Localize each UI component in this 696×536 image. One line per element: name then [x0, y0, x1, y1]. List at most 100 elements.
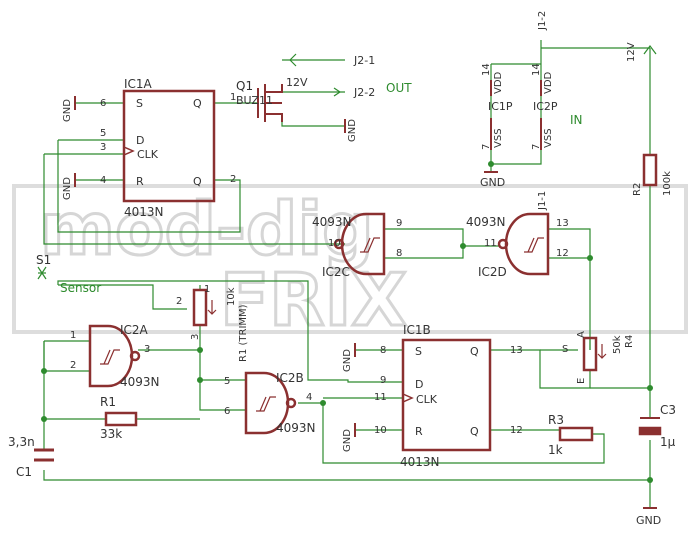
ic1p-vdd: VDD — [493, 71, 504, 94]
ic2c-in1: 9 — [396, 218, 402, 229]
supply-label: 12V — [626, 42, 637, 62]
ic1b-pin-s: S — [415, 345, 422, 358]
c1-value: 3,3n — [8, 435, 35, 449]
r4-value: 50k — [612, 335, 623, 354]
ic1b-num-qn: 12 — [510, 425, 523, 436]
schmitt-symbols — [100, 237, 544, 412]
ic1a-pin-r: R — [136, 175, 144, 188]
ic2a-part: 4093N — [120, 375, 160, 389]
ic1b-pin-d: D — [415, 378, 423, 391]
ic1a-pin-q: Q — [193, 97, 202, 110]
gnd-ic1a-s-label: GND — [62, 99, 73, 122]
trimmer-r1-pin1: 1 — [204, 284, 210, 295]
j1-2-label: J1-2 — [537, 11, 548, 31]
ic2d-in2: 12 — [556, 248, 569, 259]
j2-1-arrow — [289, 53, 297, 67]
j2-1-label: J2-1 — [353, 54, 375, 67]
ic1b-pin-clk: CLK — [416, 393, 438, 406]
ic2b-in1: 5 — [224, 376, 230, 387]
r2-body — [642, 153, 658, 187]
r3-value: 1k — [548, 443, 563, 457]
ic2p-vdd: VDD — [543, 71, 554, 94]
r3-name: R3 — [548, 413, 564, 427]
q1-part: BUZ11 — [236, 94, 273, 107]
ic2a-out: 3 — [144, 344, 150, 355]
ic2b-part: 4093N — [276, 421, 316, 435]
trimmer-r1-value: 10k — [226, 287, 237, 306]
ic1a-pin-s: S — [136, 97, 143, 110]
ic2p-label: IC2P — [533, 100, 558, 113]
connector-arrows — [37, 45, 657, 280]
r1-body — [104, 411, 138, 427]
ground-symbols — [74, 96, 657, 509]
ic1a-num-d: 5 — [100, 128, 106, 139]
ic2p-vss: VSS — [543, 128, 554, 148]
ic1a-num-qn: 2 — [230, 174, 236, 185]
r4-pin-s: S — [562, 344, 568, 355]
trimmer-r4-body — [582, 336, 598, 372]
j2-2-label: J2-2 — [353, 86, 375, 99]
ic1a-num-q: 1 — [230, 92, 236, 103]
ic2a-name: IC2A — [120, 323, 149, 337]
c1-name: C1 — [16, 465, 32, 479]
r3-body — [558, 426, 594, 442]
watermark-frame — [12, 184, 688, 334]
ic2d-part: 4093N — [466, 215, 506, 229]
gate-ic2c — [333, 212, 386, 276]
c3-name: C3 — [660, 403, 676, 417]
gate-ic2a — [88, 324, 141, 388]
watermark: mod-dig FRIX — [12, 184, 688, 344]
ic2a-in1: 1 — [70, 330, 76, 341]
parts — [34, 80, 662, 462]
gnd-q1-label: GND — [347, 119, 358, 142]
ic1a-box — [122, 89, 216, 203]
j1-1-label: J1-1 — [537, 191, 548, 211]
ic1b-pin-q: Q — [470, 345, 479, 358]
ic1b-name: IC1B — [403, 323, 431, 337]
ic2d-out: 11 — [484, 238, 497, 249]
gnd-ic1b-r-label: GND — [342, 429, 353, 452]
ic2b-out: 4 — [306, 392, 312, 403]
ic2b-in2: 6 — [224, 406, 230, 417]
gnd-ic1b-s-label: GND — [342, 349, 353, 372]
ic2c-out: 10 — [328, 238, 341, 249]
ic2c-part: 4093N — [312, 215, 352, 229]
ic1b-num-s: 8 — [380, 345, 386, 356]
ic1b-num-d: 9 — [380, 375, 386, 386]
junctions — [41, 161, 653, 483]
ic1b-num-q: 13 — [510, 345, 523, 356]
trimmer-r1-pin3: 3 — [190, 334, 201, 340]
q1-supply: 12V — [286, 76, 308, 89]
ic1b-part: 4013N — [400, 455, 440, 469]
ic1b-pin-qn: Q — [470, 425, 479, 438]
ic2c-in2: 8 — [396, 248, 402, 259]
ic2b-name: IC2B — [276, 371, 304, 385]
watermark-line2: FRIX — [220, 258, 407, 342]
ic2p-num-vdd: 14 — [531, 63, 542, 76]
r4-pin-a: A — [576, 331, 587, 338]
gate-ic2b — [244, 371, 297, 435]
s1-cross — [37, 266, 47, 280]
r1-name: R1 — [100, 395, 116, 409]
ic1a-num-clk: 3 — [100, 142, 106, 153]
c3-value: 1µ — [660, 435, 676, 449]
ic1p-vss: VSS — [493, 128, 504, 148]
j2-2-arrow — [333, 87, 341, 97]
ic1p-num-vss: 7 — [481, 144, 492, 150]
ic1b-num-r: 10 — [374, 425, 387, 436]
ic1a-pin-clk: CLK — [137, 148, 159, 161]
c3-plate-bottom — [638, 426, 662, 436]
ic1b-num-clk: 11 — [374, 392, 387, 403]
gnd-power-label: GND — [480, 176, 505, 189]
ic1a-pin-qn: Q — [193, 175, 202, 188]
ic1p-num-vdd: 14 — [481, 63, 492, 76]
gnd-bottom-label: GND — [636, 514, 661, 527]
q1-name: Q1 — [236, 79, 253, 93]
ic1a-num-r: 4 — [100, 175, 106, 186]
trimmer-wipers — [207, 300, 607, 359]
ic1a-part: 4013N — [124, 205, 164, 219]
sensor-label: Sensor — [60, 281, 101, 295]
gate-ic2d — [497, 212, 550, 276]
trimmer-r1-name: R1 (TRIMM) — [238, 304, 249, 362]
